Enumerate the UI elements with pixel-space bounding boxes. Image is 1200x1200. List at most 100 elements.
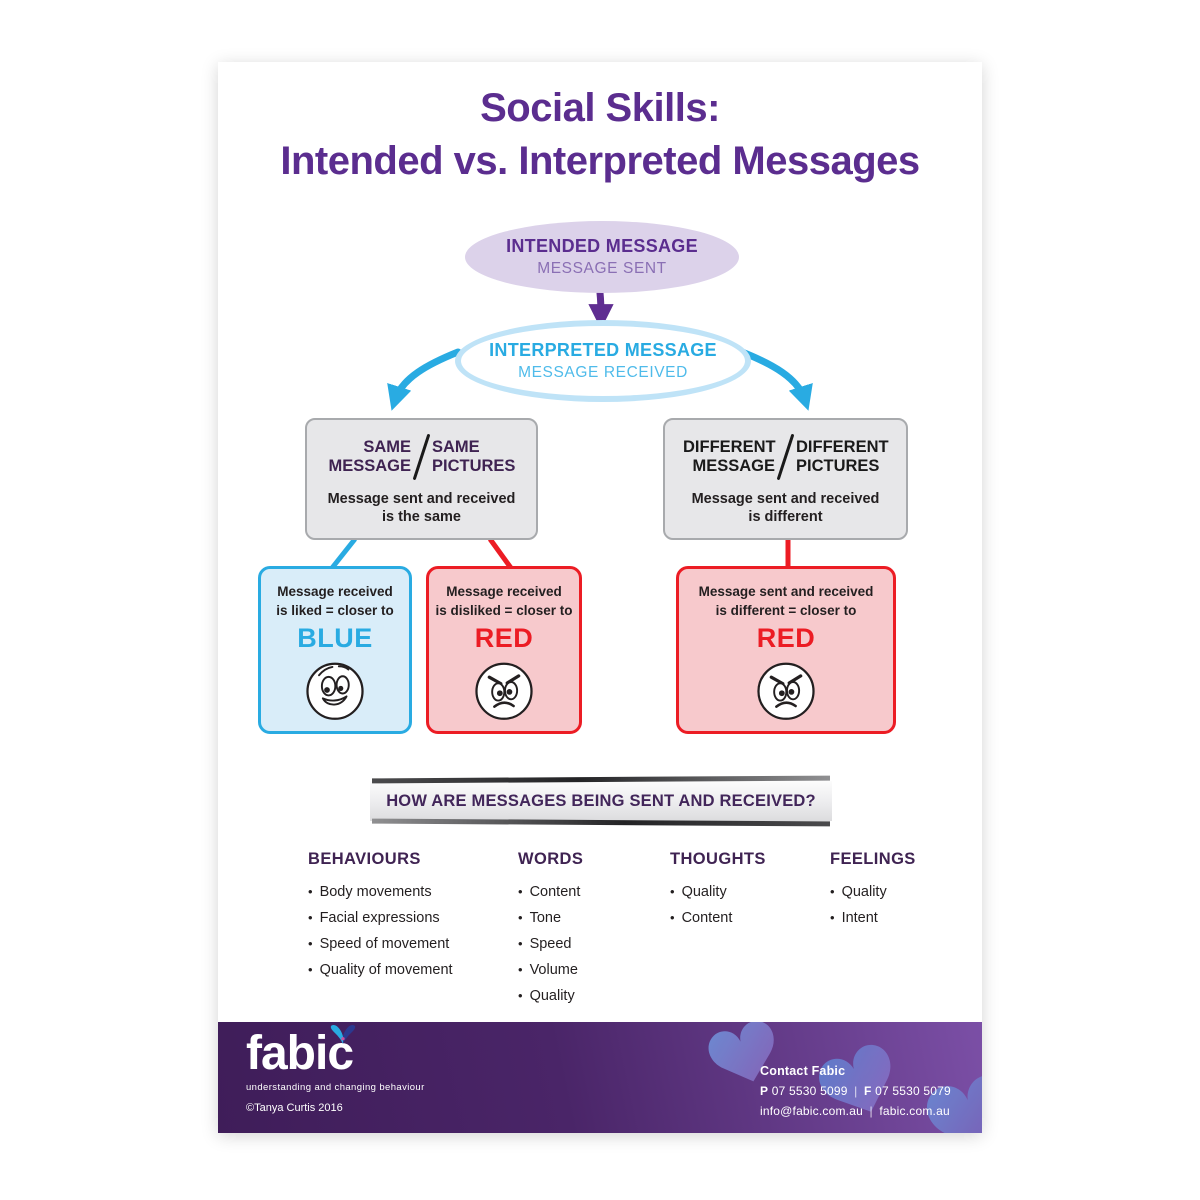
contact-heading: Contact Fabic [760,1064,846,1078]
fax-label: F [864,1084,872,1098]
list-item: •Quality [518,988,575,1004]
list-item: •Content [518,884,581,900]
heart-icon [708,1022,774,1082]
category-list: •Quality •Content [670,879,766,931]
heart-icon [819,1044,891,1112]
slash-divider-icon [412,433,431,480]
outcome-blue-keyword: BLUE [297,623,373,653]
list-item: •Quality of movement [308,962,453,978]
page-title: Social Skills: Intended vs. Interpreted … [218,82,982,188]
intended-subtitle: MESSAGE SENT [537,260,667,277]
butterfly-icon [330,1024,356,1044]
list-item: •Speed [518,936,572,952]
list-item: •Facial expressions [308,910,440,926]
category-header: WORDS [518,850,584,868]
phone-label: P [760,1084,769,1098]
list-item: •Speed of movement [308,936,450,952]
category-list: •Content •Tone •Speed •Volume •Quality [518,879,583,1009]
outcome-red-wide-keyword: RED [756,623,816,653]
same-message-box: SAME MESSAGE SAME PICTURES Message sent … [305,418,538,540]
heart-icon [926,1075,982,1133]
separator: | [854,1084,858,1098]
line-same-to-blue [330,537,357,570]
bullet-icon: • [518,988,523,1003]
intended-title: INTENDED MESSAGE [506,236,698,256]
separator: | [869,1104,873,1118]
contact-phone-line: P 07 5530 5099 | F 07 5530 5079 [760,1084,951,1098]
line-same-to-red [487,537,514,570]
category-list: •Body movements •Facial expressions •Speed… [308,879,453,983]
fax-number: 07 5530 5079 [875,1084,951,1098]
fabic-logo: fabic understanding and changing behavio… [246,1024,425,1114]
category-thoughts: THOUGHTS •Quality •Content [670,850,766,931]
copyright-text: ©Tanya Curtis 2016 [246,1102,343,1114]
category-header: BEHAVIOURS [308,850,421,868]
arrow-to-same-box [387,348,462,411]
category-header: THOUGHTS [670,850,766,868]
outcome-red-line2: is disliked = closer to [435,603,573,618]
bullet-icon: • [518,962,523,977]
bullet-icon: • [830,884,835,899]
category-list: •Quality •Intent [830,879,916,931]
arrow-to-different-box [738,348,813,411]
contact-website: fabic.com.au [879,1104,950,1118]
category-feelings: FEELINGS •Quality •Intent [830,850,916,931]
contact-web-line: info@fabic.com.au | fabic.com.au [760,1104,951,1118]
category-words: WORDS •Content •Tone •Speed •Volume •Quality [518,850,583,1009]
title-line-2: Intended vs. Interpreted Messages [280,139,920,183]
contact-block: Contact Fabic P 07 5530 5099 | F 07 5530… [760,1064,951,1118]
list-item: •Body movements [308,884,432,900]
category-behaviours: BEHAVIOURS •Body movements •Facial expres… [308,850,453,983]
bullet-icon: • [308,936,313,951]
bullet-icon: • [308,910,313,925]
logo-tagline: understanding and changing behaviour [246,1082,425,1093]
slash-divider-icon [776,433,795,480]
bullet-icon: • [308,962,313,977]
list-item: •Volume [518,962,578,978]
list-item: •Quality [670,884,727,900]
list-item: •Tone [518,910,562,926]
angry-face-icon [475,662,533,720]
same-term-left: SAME MESSAGE [328,437,411,475]
contact-email: info@fabic.com.au [760,1104,863,1118]
outcome-red-box: Message received is disliked = closer to… [426,566,582,734]
outcome-red-wide-line2: is different = closer to [715,603,857,618]
different-terms: DIFFERENT MESSAGE DIFFERENT PICTURES [683,433,889,481]
same-caption: Message sent and received is the same [327,490,516,525]
different-term-right: DIFFERENT PICTURES [796,437,889,475]
interpreted-message-node: INTERPRETED MESSAGE MESSAGE RECEIVED [455,320,751,402]
outcome-red-keyword: RED [474,623,534,653]
list-item: •Quality [830,884,887,900]
poster: Social Skills: Intended vs. Interpreted … [218,62,982,1133]
category-header: FEELINGS [830,850,916,868]
footer: fabic understanding and changing behavio… [218,1022,982,1133]
outcome-red-wide-box: Message sent and received is different =… [676,566,896,734]
list-item: •Intent [830,910,878,926]
list-item: •Content [670,910,733,926]
outcome-blue-box: Message received is liked = closer to BL… [258,566,412,734]
bullet-icon: • [830,910,835,925]
same-term-right: SAME PICTURES [432,437,516,475]
outcome-blue-line2: is liked = closer to [276,603,394,618]
outcome-red-wide-line1: Message sent and received [698,584,874,599]
bullet-icon: • [518,884,523,899]
banner-text: HOW ARE MESSAGES BEING SENT AND RECEIVED… [386,791,816,810]
bullet-icon: • [670,884,675,899]
outcome-red-line1: Message received [446,584,562,599]
happy-face-icon [306,662,364,720]
different-term-left: DIFFERENT MESSAGE [683,437,776,475]
outcome-blue-line1: Message received [277,584,393,599]
bullet-icon: • [518,936,523,951]
different-message-box: DIFFERENT MESSAGE DIFFERENT PICTURES Mes… [663,418,908,540]
same-terms: SAME MESSAGE SAME PICTURES [319,433,524,481]
logo-text: fabic [246,1027,354,1080]
phone-number: 07 5530 5099 [771,1084,848,1098]
bullet-icon: • [670,910,675,925]
bullet-icon: • [518,910,523,925]
title-line-1: Social Skills: [480,86,720,130]
bullet-icon: • [308,884,313,899]
interpreted-subtitle: MESSAGE RECEIVED [518,364,688,381]
section-banner: HOW ARE MESSAGES BEING SENT AND RECEIVED… [370,781,832,821]
different-caption: Message sent and received is different [691,490,880,525]
